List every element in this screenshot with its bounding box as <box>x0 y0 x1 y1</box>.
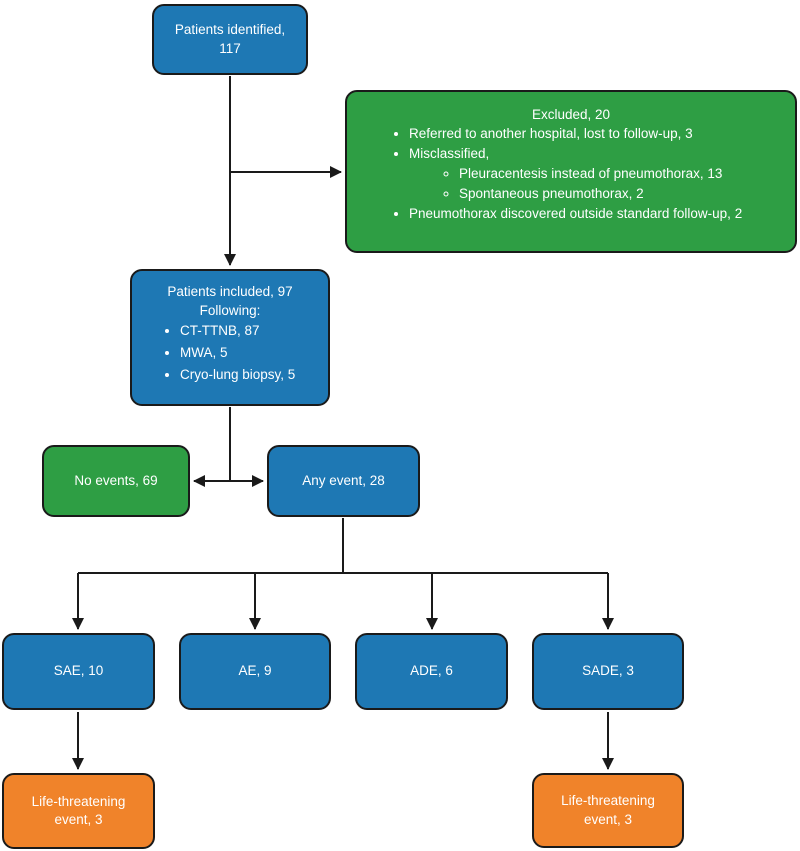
node-no-events: No events, 69 <box>42 445 190 517</box>
bullet-item-text: Misclassified, <box>409 146 490 161</box>
sub-bullet-item: Spontaneous pneumothorax, 2 <box>459 184 795 204</box>
bullet-item: Referred to another hospital, lost to fo… <box>409 124 795 144</box>
node-title-line1: Patients included, 97 <box>167 284 293 299</box>
node-label: SAE, 10 <box>53 663 104 679</box>
node-label: ADE, 6 <box>410 663 453 679</box>
bullet-item: Misclassified, Pleuracentesis instead of… <box>409 144 795 204</box>
node-sae: SAE, 10 <box>2 633 155 710</box>
node-label: Any event, 28 <box>302 472 385 488</box>
node-patients-included: Patients included, 97 Following: CT-TTNB… <box>130 269 330 406</box>
included-list: CT-TTNB, 87 MWA, 5 Cryo-lung biopsy, 5 <box>132 320 328 386</box>
excluded-sublist: Pleuracentesis instead of pneumothorax, … <box>409 164 795 204</box>
excluded-list: Referred to another hospital, lost to fo… <box>347 124 795 224</box>
node-label: Patients identified, 117 <box>174 22 286 56</box>
sub-bullet-item: Pleuracentesis instead of pneumothorax, … <box>459 164 795 184</box>
node-life-threatening-sae: Life-threatening event, 3 <box>2 773 155 849</box>
node-excluded: Excluded, 20 Referred to another hospita… <box>345 90 797 253</box>
node-life-threatening-sade: Life-threatening event, 3 <box>532 773 684 848</box>
node-title: Excluded, 20 <box>531 107 611 122</box>
bullet-item: Pneumothorax discovered outside standard… <box>409 204 795 224</box>
bullet-item: CT-TTNB, 87 <box>180 320 328 342</box>
node-ade: ADE, 6 <box>355 633 508 710</box>
node-label: Life-threatening event, 3 <box>31 793 126 827</box>
node-sade: SADE, 3 <box>532 633 684 710</box>
node-any-event: Any event, 28 <box>267 445 420 517</box>
node-ae: AE, 9 <box>179 633 331 710</box>
bullet-item: Cryo-lung biopsy, 5 <box>180 364 328 386</box>
node-label: SADE, 3 <box>582 663 634 679</box>
node-label: Life-threatening event, 3 <box>561 793 655 827</box>
node-patients-identified: Patients identified, 117 <box>152 4 308 75</box>
node-label: No events, 69 <box>74 472 158 488</box>
node-title-line2: Following: <box>199 303 261 318</box>
node-label: AE, 9 <box>238 663 272 679</box>
bullet-item: MWA, 5 <box>180 342 328 364</box>
